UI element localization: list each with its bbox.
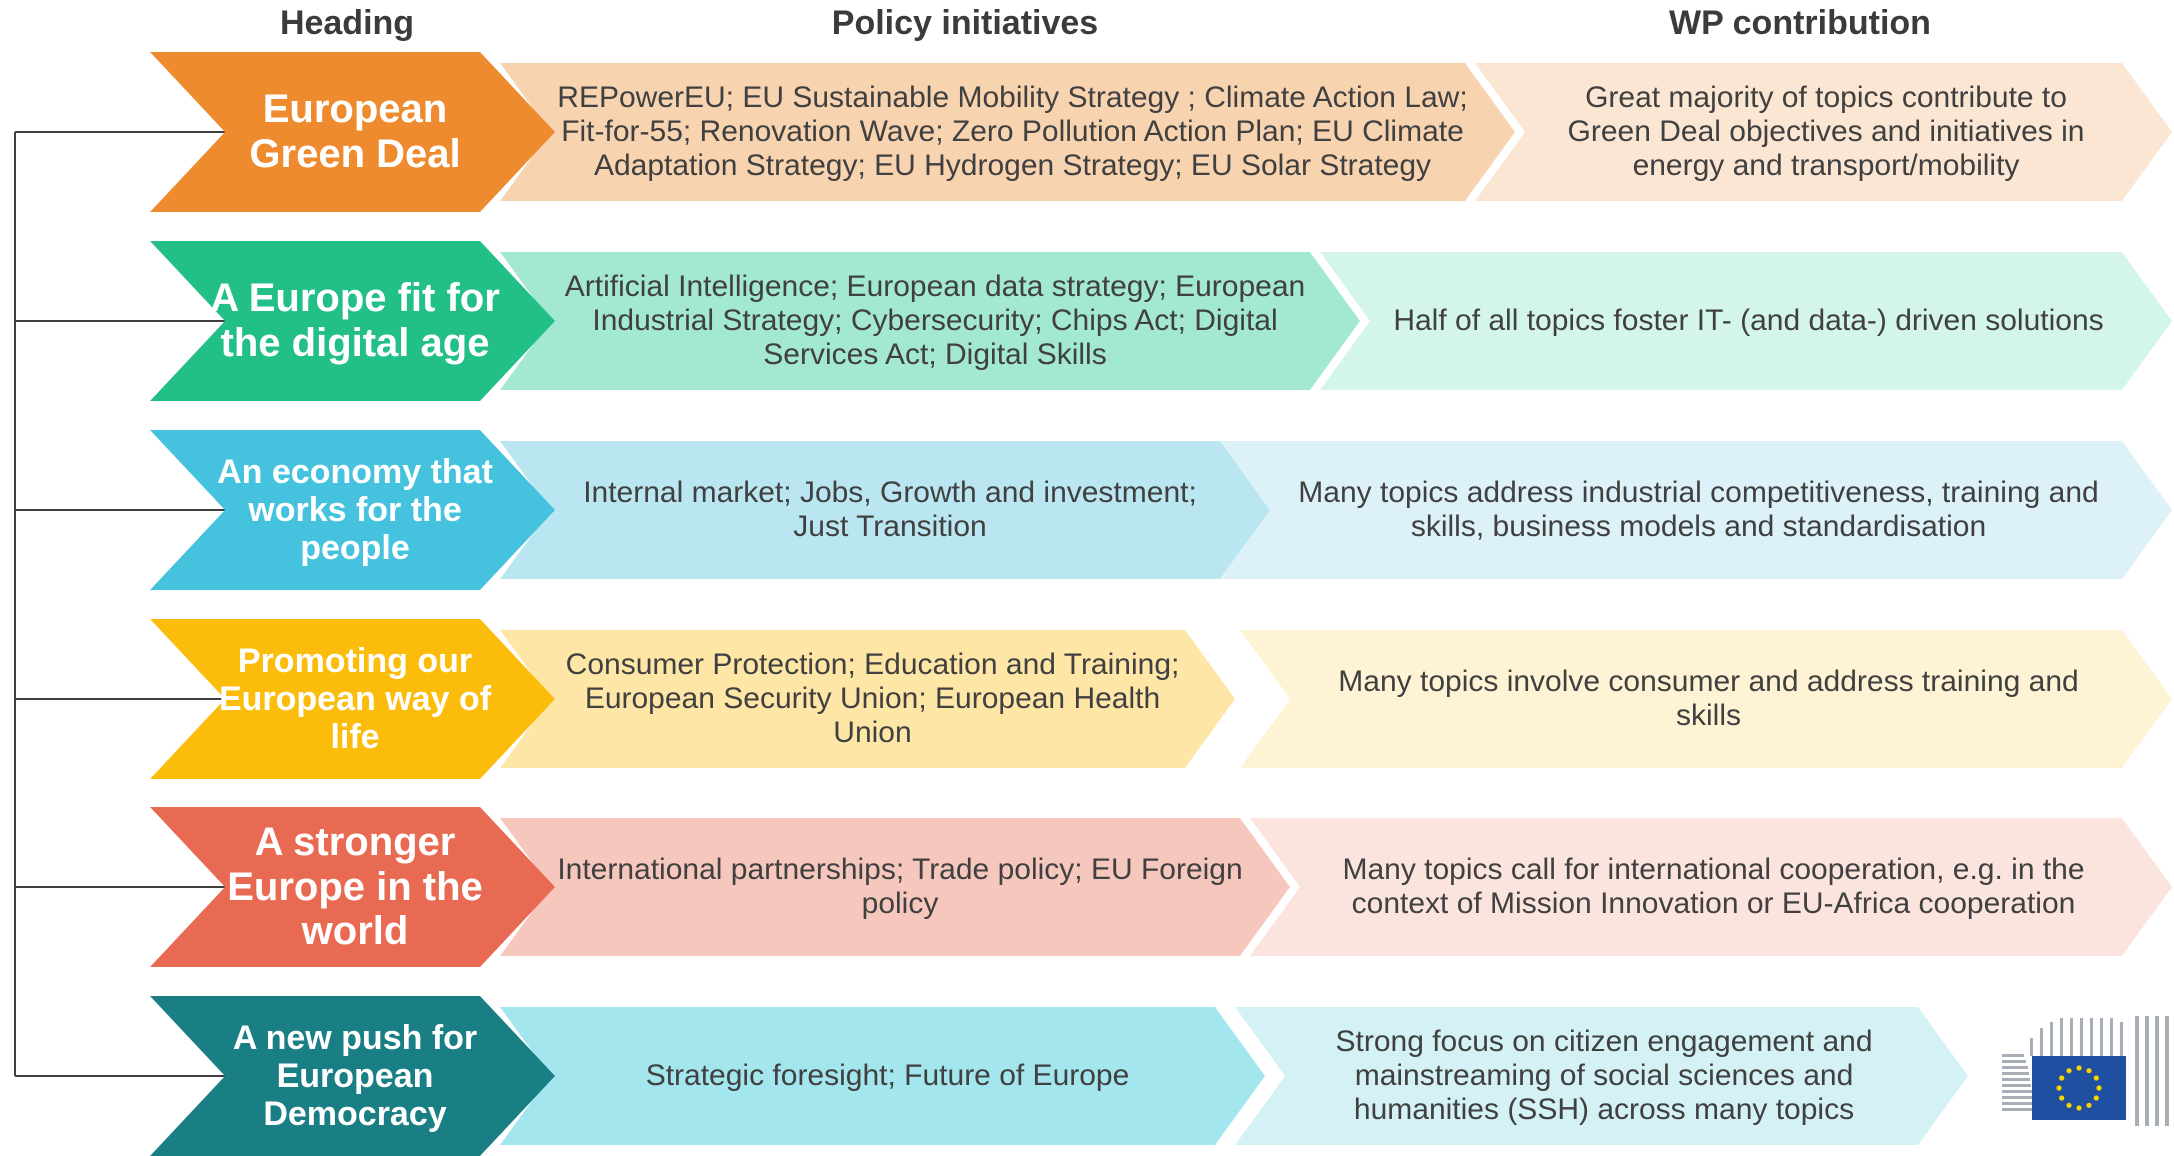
row-heading: A Europe fit for the digital age	[210, 276, 500, 365]
contribution-text: Many topics address industrial competiti…	[1298, 476, 2099, 543]
row-heading: Promoting our European way of life	[218, 641, 492, 757]
policy-chevron	[500, 63, 1515, 201]
contribution-chevron	[1475, 63, 2172, 201]
contribution-chevron	[1235, 1007, 1968, 1145]
contribution-text: Great majority of topics contribute to G…	[1567, 81, 2085, 182]
contribution-text: Strong focus on citizen engagement and m…	[1335, 1025, 1873, 1126]
heading-chevron	[150, 430, 555, 590]
eu-star-icon	[2086, 1102, 2092, 1108]
policy-chevron	[500, 818, 1290, 956]
eu-star-icon	[2096, 1085, 2102, 1091]
column-header-contribution: WP contribution	[1669, 4, 1931, 42]
column-header-policy: Policy initiatives	[831, 4, 1099, 42]
policy-text: Consumer Protection; Education and Train…	[565, 648, 1180, 749]
contribution-text: Many topics call for international coope…	[1342, 853, 2085, 920]
heading-chevron	[150, 241, 555, 401]
heading-chevron	[150, 807, 555, 967]
eu-star-icon	[2086, 1068, 2092, 1074]
row-heading: European Green Deal	[249, 87, 461, 176]
contribution-text: Half of all topics foster IT- (and data-…	[1393, 304, 2104, 338]
row-heading: An economy that works for the people	[217, 452, 493, 568]
policy-chevron	[500, 441, 1270, 579]
initiative-row: A stronger Europe in the world Internatio…	[0, 807, 2174, 967]
policy-text: REPowerEU; EU Sustainable Mobility Strat…	[557, 81, 1468, 182]
policy-text: Artificial Intelligence; European data s…	[564, 270, 1306, 371]
eu-star-icon	[2093, 1095, 2099, 1101]
initiative-row: European Green Deal REPowerEU; EU Sustain…	[0, 52, 2174, 212]
contribution-text: Many topics involve consumer and address…	[1338, 665, 2079, 732]
eu-star-icon	[2076, 1065, 2082, 1071]
eu-star-icon	[2076, 1105, 2082, 1111]
initiative-row: An economy that works for the people Inte…	[0, 430, 2174, 590]
row-heading: A new push for European Democracy	[232, 1018, 478, 1134]
heading-chevron	[150, 52, 555, 212]
policy-chevron	[500, 252, 1360, 390]
eu-star-icon	[2066, 1102, 2072, 1108]
policy-chevron	[500, 630, 1235, 768]
policy-text: International partnerships; Trade policy…	[557, 853, 1243, 920]
eu-star-icon	[2066, 1068, 2072, 1074]
contribution-chevron	[1250, 818, 2172, 956]
eu-star-icon	[2056, 1085, 2062, 1091]
policy-chevron	[500, 1007, 1265, 1145]
column-header-heading: Heading	[279, 4, 415, 42]
eu-commission-logo-icon	[2002, 1016, 2169, 1126]
eu-star-icon	[2059, 1095, 2065, 1101]
contribution-chevron	[1220, 441, 2172, 579]
contribution-chevron	[1320, 252, 2172, 390]
eu-star-icon	[2059, 1075, 2065, 1081]
eu-star-icon	[2093, 1075, 2099, 1081]
policy-text: Internal market; Jobs, Growth and invest…	[583, 476, 1197, 543]
policy-text: Strategic foresight; Future of Europe	[645, 1059, 1130, 1093]
row-heading: A stronger Europe in the world	[227, 819, 483, 954]
initiative-row: A Europe fit for the digital age Artifici…	[0, 241, 2174, 401]
initiative-row: Promoting our European way of life Consum…	[0, 619, 2174, 779]
initiative-row: A new push for European Democracy Strateg…	[0, 996, 2174, 1156]
heading-chevron	[150, 619, 555, 779]
heading-chevron	[150, 996, 555, 1156]
connector-bracket	[14, 131, 230, 1077]
contribution-chevron	[1240, 630, 2172, 768]
